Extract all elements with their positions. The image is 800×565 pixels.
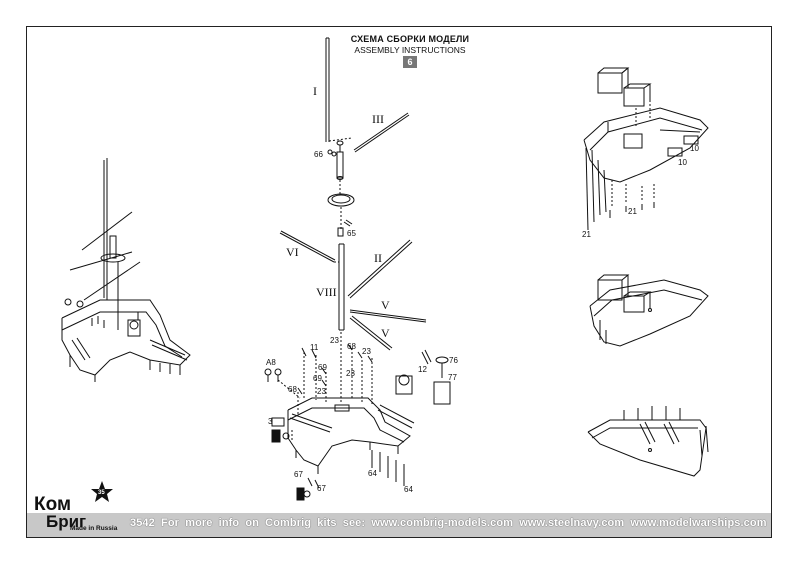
- right-top-assembly: [583, 67, 709, 231]
- label-part-66: 66: [314, 150, 323, 159]
- label-part-65: 65: [347, 229, 356, 238]
- label-part-23d: 23: [346, 369, 355, 378]
- label-part-68a: 68: [347, 342, 356, 351]
- label-yard-II: II: [374, 251, 382, 265]
- label-yard-V-upper: V: [381, 298, 390, 312]
- label-part-23a: 23: [330, 336, 339, 345]
- right-middle-assembly: [589, 274, 709, 347]
- step-number-badge: 6: [403, 56, 417, 68]
- footer-bar: [27, 513, 771, 537]
- right-bottom-assembly: [587, 406, 709, 477]
- logo-line2: Бриг: [46, 512, 86, 531]
- label-part-12: 12: [418, 365, 427, 374]
- label-part-23b: 23: [362, 347, 371, 356]
- footer-text: 3542 For more info on Combrig kits see: …: [130, 517, 767, 529]
- left-mast-assembly: [61, 158, 191, 382]
- label-part-21b: 21: [582, 230, 591, 239]
- logo-tagline: Made in Russia: [70, 525, 118, 532]
- label-part-10b: 10: [678, 158, 687, 167]
- logo-star-number: 35: [98, 490, 105, 496]
- label-part-67a: 67: [294, 470, 303, 479]
- label-part-10a: 10: [690, 144, 699, 153]
- label-part-67b: 67: [317, 484, 326, 493]
- label-part-11: 11: [310, 343, 319, 352]
- title-russian: СХЕМА СБОРКИ МОДЕЛИ: [350, 34, 470, 44]
- label-part-77: 77: [448, 373, 457, 382]
- star-icon: [91, 481, 113, 502]
- label-part-64b: 64: [404, 485, 413, 494]
- label-part-64a: 64: [368, 469, 377, 478]
- label-yard-VI: VI: [286, 245, 299, 259]
- label-part-69b: 69: [313, 374, 322, 383]
- page-frame: [26, 26, 772, 538]
- combrig-logo: Ком Бриг 35: [34, 481, 113, 531]
- center-exploded-assembly: [264, 37, 451, 501]
- label-part-3: 3: [268, 417, 273, 426]
- title-english: ASSEMBLY INSTRUCTIONS: [354, 45, 466, 55]
- logo-line1: Ком: [34, 494, 71, 515]
- label-part-76: 76: [449, 356, 458, 365]
- label-part-23c: 23: [317, 387, 326, 396]
- label-mast-I: I: [313, 84, 317, 98]
- label-part-A8: A8: [266, 358, 276, 367]
- label-yard-III: III: [372, 112, 384, 126]
- label-mast-VIII: VIII: [316, 285, 337, 299]
- label-yard-V-lower: V: [381, 326, 390, 340]
- label-part-68b: 68: [288, 385, 297, 394]
- label-part-69a: 69: [318, 363, 327, 372]
- label-part-21a: 21: [628, 207, 637, 216]
